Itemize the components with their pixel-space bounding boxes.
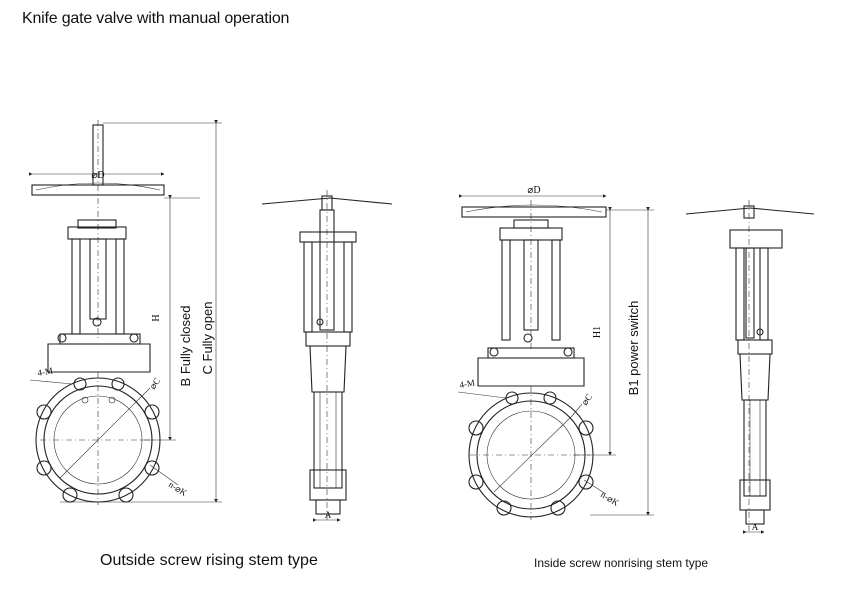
page-title: Knife gate valve with manual operation [22,10,290,27]
holes-nk-right: n-⌀K [599,489,621,508]
caption-nonrising-stem: Inside screw nonrising stem type [534,556,709,570]
dim-c-fully-open: C Fully open [200,302,215,375]
dim-b-fully-closed: B Fully closed [178,306,193,387]
caption-rising-stem: Outside screw rising stem type [100,552,318,569]
dim-c-circle-left: ⌀C [147,376,162,391]
dim-h: H [151,314,162,321]
bolt-4m-left: 4-M [37,365,54,378]
front-view-nonrising-stem [457,194,654,520]
side-view-rising-stem [261,190,393,522]
bolt-4m-right: 4-M [459,377,476,390]
dim-d-left: ⌀D [91,170,104,181]
front-view-rising-stem [29,120,222,505]
dim-a-right: A [752,522,759,532]
side-view-nonrising-stem [685,200,815,534]
dim-h1: H1 [592,326,603,338]
dim-a-left: A [325,510,332,520]
holes-nk-left: n-⌀K [167,479,189,498]
dim-c-circle-right: ⌀C [579,392,594,407]
dim-d-right: ⌀D [527,185,540,196]
dim-b1-power-switch: B1 power switch [626,301,641,396]
